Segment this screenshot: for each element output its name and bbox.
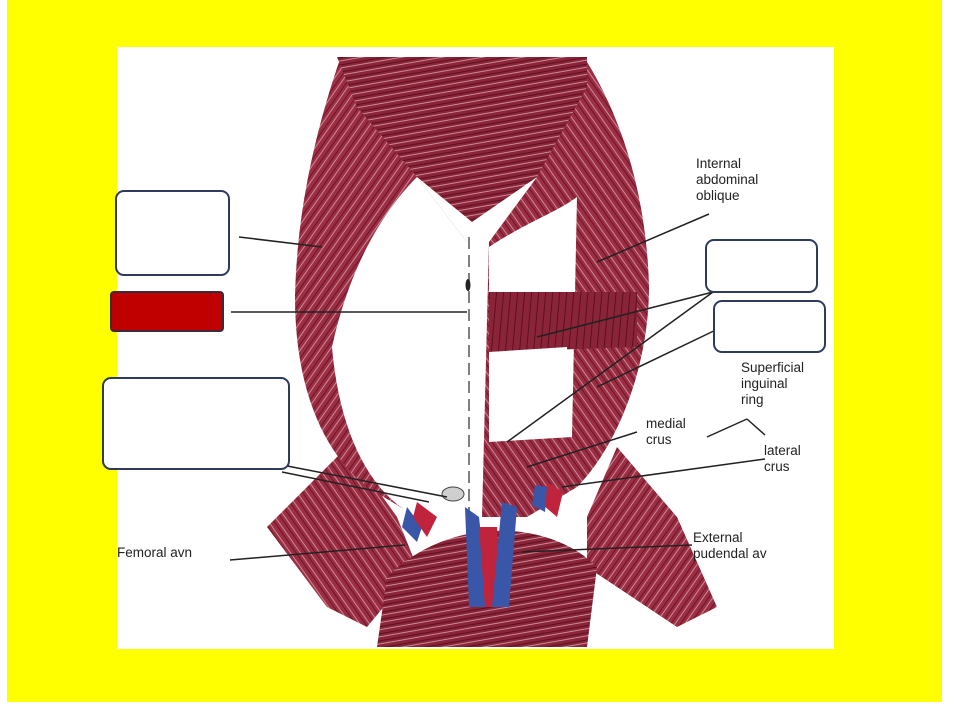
- spermatic-cord: [465, 507, 489, 607]
- leader-lines: [229, 213, 766, 561]
- umbilicus: [465, 279, 471, 291]
- right-femoral-vein: [532, 485, 547, 512]
- label-medial-crus: medial crus: [646, 416, 686, 447]
- right-thigh-muscle: [587, 447, 717, 627]
- label-superficial-inguinal-ring: Superficial inguinal ring: [741, 360, 805, 407]
- right-femoral-artery: [543, 482, 563, 517]
- transverse-band: [489, 347, 569, 439]
- anatomy-figure: [117, 47, 834, 649]
- label-lateral-crus: lateral crus: [764, 443, 801, 474]
- right-cord-vein: [492, 502, 517, 607]
- label-femoral-avn: Femoral avn: [117, 545, 193, 560]
- ligament-node: [441, 486, 465, 502]
- left-femoral-artery: [413, 502, 437, 537]
- blank-label-box-lower-left[interactable]: [102, 377, 290, 470]
- blank-label-box-upper-left[interactable]: [115, 190, 230, 276]
- left-femoral-vein: [402, 507, 422, 542]
- label-internal-abdominal-oblique: Internal abdominal oblique: [696, 156, 759, 203]
- aponeurosis-left: [332, 177, 467, 517]
- highlighted-label-box[interactable]: [110, 291, 224, 332]
- internal-oblique-exposed: [489, 292, 637, 352]
- blank-label-box-right-top[interactable]: [705, 239, 818, 293]
- upper-chest-muscle: [337, 57, 587, 222]
- blank-label-box-right-bottom[interactable]: [713, 300, 826, 353]
- slide-background: Internal abdominal oblique Superficial i…: [7, 0, 942, 702]
- left-thigh-muscle: [267, 447, 417, 627]
- abdominal-wall-illustration: [229, 57, 766, 647]
- label-external-pudendal-av: External pudendal av: [693, 530, 767, 561]
